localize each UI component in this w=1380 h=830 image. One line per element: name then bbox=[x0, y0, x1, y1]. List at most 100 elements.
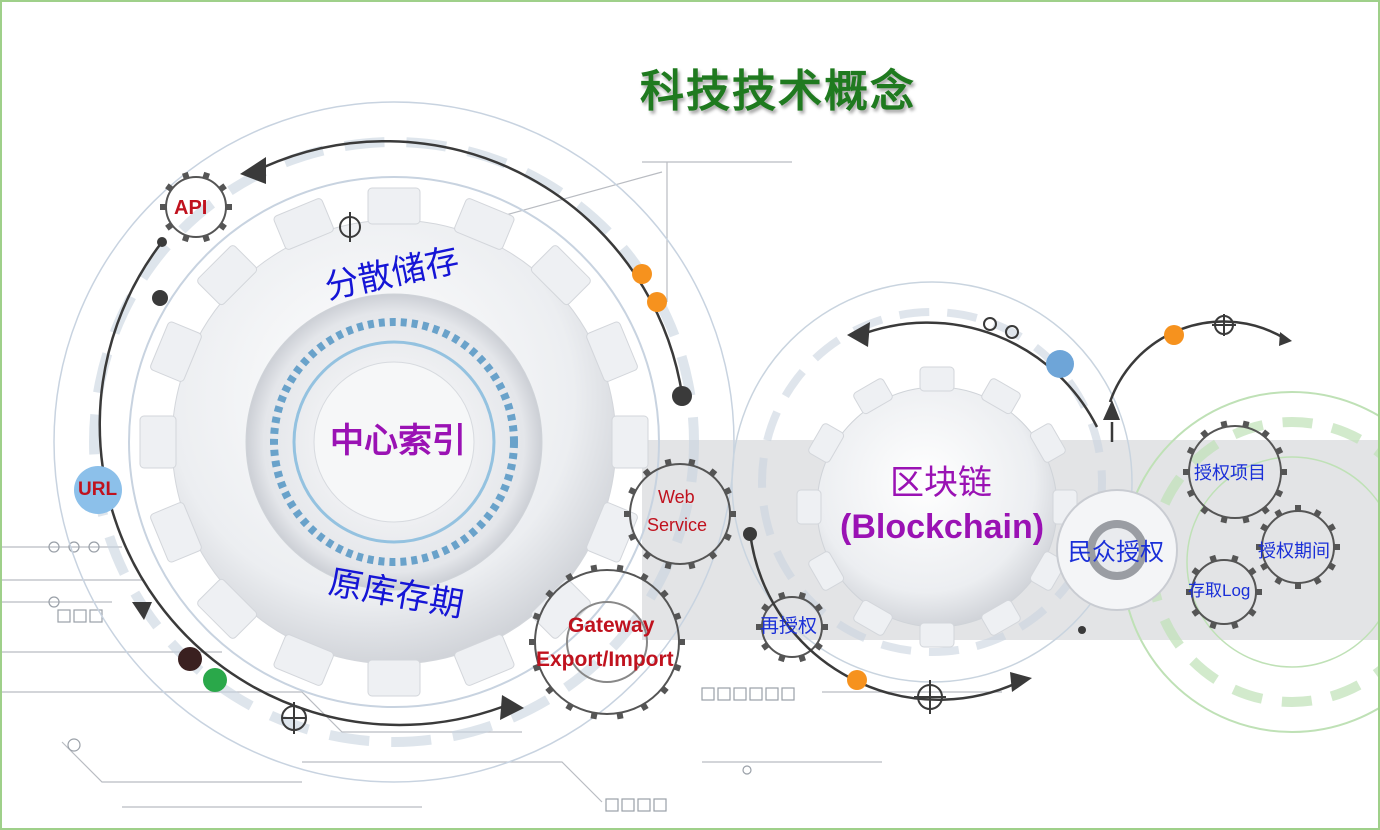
small-gear-tooth bbox=[1220, 516, 1228, 524]
gear-tooth bbox=[197, 245, 258, 306]
small-gear-tooth bbox=[628, 486, 637, 496]
label-blockchain-cn: 区块链 bbox=[890, 463, 992, 503]
small-gear-tooth bbox=[1231, 621, 1239, 630]
label-url: URL bbox=[78, 479, 118, 500]
label-web-service-2: Service bbox=[647, 515, 708, 535]
small-gear-tooth bbox=[1209, 621, 1217, 630]
small-gear-tooth bbox=[708, 468, 718, 477]
small-gear-tooth bbox=[565, 572, 574, 582]
blockchain-gear bbox=[796, 366, 1078, 648]
small-gear-tooth bbox=[673, 663, 682, 672]
gear-tooth bbox=[586, 321, 638, 382]
gear-tooth bbox=[808, 551, 845, 591]
small-gear-tooth bbox=[723, 532, 732, 542]
small-gear-tooth bbox=[814, 603, 823, 612]
label-web-service-1: Web bbox=[658, 487, 695, 507]
label-gateway-1: Gateway bbox=[568, 614, 655, 637]
label-gateway-2: Export/Import bbox=[536, 648, 674, 671]
small-gear-tooth bbox=[1200, 429, 1209, 438]
small-gear-tooth bbox=[708, 551, 718, 560]
gear-tooth bbox=[197, 578, 258, 639]
small-gear-tooth bbox=[628, 532, 637, 542]
small-gear-tooth bbox=[218, 183, 227, 192]
small-gear-tooth bbox=[590, 712, 598, 720]
small-gear-tooth bbox=[778, 591, 786, 600]
gear-tooth bbox=[139, 415, 177, 469]
small-gear-tooth bbox=[1260, 523, 1269, 532]
small-gear-tooth bbox=[688, 562, 696, 570]
small-gear-tooth bbox=[545, 685, 554, 695]
small-gear-tooth bbox=[1242, 516, 1250, 524]
page-title: 科技技术概念 bbox=[640, 66, 916, 117]
small-gear-tooth bbox=[1186, 489, 1195, 498]
small-gear-tooth bbox=[814, 642, 823, 651]
gear-tooth bbox=[1029, 423, 1066, 463]
small-gear-tooth bbox=[778, 654, 786, 663]
gear-tooth bbox=[367, 659, 421, 697]
gear-tooth bbox=[981, 599, 1021, 636]
gear-tooth bbox=[796, 489, 822, 525]
small-gear-tooth bbox=[640, 702, 649, 712]
label-auth-period: 授权期间 bbox=[1258, 541, 1330, 561]
small-gear-tooth bbox=[1248, 567, 1257, 576]
small-gear-tooth bbox=[532, 612, 541, 621]
gear-tooth bbox=[611, 415, 649, 469]
orbit-crosshairs bbox=[281, 212, 1236, 734]
arrow-heads bbox=[132, 157, 1292, 720]
small-gear-tooth bbox=[182, 171, 190, 180]
small-gear-tooth bbox=[1275, 489, 1284, 498]
label-public-auth: 民众授权 bbox=[1068, 538, 1164, 566]
small-gear-tooth bbox=[1200, 506, 1209, 515]
small-gear-tooth bbox=[1313, 576, 1322, 585]
small-gear-tooth bbox=[642, 468, 652, 477]
gear-tooth bbox=[981, 378, 1021, 415]
small-gear-tooth bbox=[1242, 420, 1250, 428]
small-gear-tooth bbox=[218, 222, 227, 231]
small-gear-tooth bbox=[664, 458, 672, 466]
small-gear-tooth bbox=[1327, 562, 1336, 571]
small-gear-tooth bbox=[1248, 608, 1257, 617]
gear-tooth bbox=[454, 198, 515, 250]
gear-tooth bbox=[273, 634, 334, 686]
small-gear-tooth bbox=[1327, 523, 1336, 532]
small-gear-tooth bbox=[1275, 446, 1284, 455]
small-gear-tooth bbox=[545, 589, 554, 599]
small-gear-tooth bbox=[761, 642, 770, 651]
small-gear-tooth bbox=[798, 591, 806, 600]
small-gear-tooth bbox=[565, 702, 574, 712]
small-gear-tooth bbox=[798, 654, 806, 663]
small-gear-tooth bbox=[673, 612, 682, 621]
label-blockchain-en: (Blockchain) bbox=[840, 508, 1045, 546]
small-gear-tooth bbox=[165, 183, 174, 192]
label-api: API bbox=[174, 197, 208, 219]
small-gear-tooth bbox=[642, 551, 652, 560]
small-gear-tooth bbox=[590, 564, 598, 572]
orbit-dots bbox=[152, 237, 1086, 634]
gear-tooth bbox=[454, 634, 515, 686]
gear-tooth bbox=[853, 378, 893, 415]
small-gear-tooth bbox=[1313, 509, 1322, 518]
gear-tooth bbox=[273, 198, 334, 250]
small-gear-tooth bbox=[1274, 509, 1283, 518]
gear-tooth bbox=[150, 321, 202, 382]
gear-tooth bbox=[586, 502, 638, 563]
small-gear-tooth bbox=[1186, 446, 1195, 455]
small-gear-tooth bbox=[165, 222, 174, 231]
label-central-index: 中心索引 bbox=[330, 421, 466, 461]
public-auth-gear bbox=[1056, 489, 1178, 611]
small-gear-tooth bbox=[660, 685, 669, 695]
small-gear-tooth bbox=[1261, 506, 1270, 515]
small-gear-tooth bbox=[202, 171, 210, 180]
small-gear-tooth bbox=[688, 458, 696, 466]
gear-tooth bbox=[150, 502, 202, 563]
small-gear-tooth bbox=[640, 572, 649, 582]
main-gear bbox=[139, 187, 649, 697]
small-gear-teeth bbox=[160, 171, 1340, 720]
small-gear-tooth bbox=[1260, 562, 1269, 571]
label-auth-items: 授权项目 bbox=[1194, 463, 1266, 483]
small-gear-tooth bbox=[761, 603, 770, 612]
small-gear-tooth bbox=[202, 234, 210, 243]
small-gear-tooth bbox=[1231, 554, 1239, 563]
tech-rings-left bbox=[53, 101, 735, 783]
small-gear-tooth bbox=[1220, 420, 1228, 428]
